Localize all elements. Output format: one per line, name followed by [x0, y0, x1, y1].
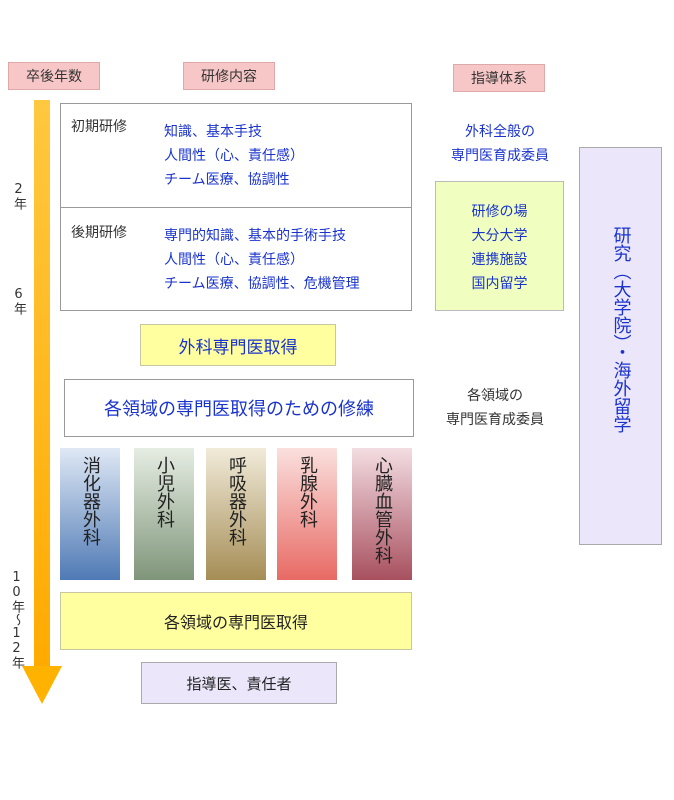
specialty-digestive-label: 消化器外科 — [80, 456, 101, 546]
committee-general-line-1: 外科全般の — [465, 124, 535, 140]
year-2: 2年 — [11, 182, 26, 210]
training-site-affiliated: 連携施設 — [471, 252, 528, 268]
specialty-breast: 乳腺外科 — [277, 448, 337, 580]
early-training-label: 初期研修 — [71, 119, 127, 135]
specialty-cardiovascular: 心臓血管外科 — [352, 448, 412, 580]
year-6: 6年 — [11, 287, 26, 315]
training-site-oita: 大分大学 — [471, 228, 528, 244]
timeline-arrow — [20, 100, 64, 706]
header-content: 研修内容 — [183, 62, 275, 90]
committee-specialty-line-2: 専門医育成委員 — [446, 412, 544, 428]
specialty-training-box: 各領域の専門医取得のための修練 — [64, 379, 414, 437]
specialty-respiratory: 呼吸器外科 — [206, 448, 266, 580]
specialty-cert-text: 各領域の専門医取得 — [163, 613, 308, 632]
surgical-cert-box: 外科専門医取得 — [140, 324, 336, 366]
specialty-cardiovascular-label: 心臓血管外科 — [372, 456, 393, 564]
specialty-training-text: 各領域の専門医取得のための修練 — [104, 399, 374, 420]
specialty-pediatric-label: 小児外科 — [154, 456, 175, 528]
header-years: 卒後年数 — [8, 62, 100, 90]
early-line-2: 人間性（心、責任感） — [164, 148, 304, 164]
late-line-2: 人間性（心、責任感） — [164, 252, 304, 268]
committee-specialty-line-1: 各領域の — [467, 388, 523, 404]
early-line-3: チーム医療、協調性 — [164, 172, 290, 188]
training-sites-box: 研修の場 大分大学 連携施設 国内留学 — [435, 181, 564, 311]
year-10-12: 10年〜12年 — [9, 570, 24, 669]
specialty-pediatric: 小児外科 — [134, 448, 194, 580]
late-line-1: 専門的知識、基本的手術手技 — [164, 228, 346, 244]
committee-general-line-2: 専門医育成委員 — [451, 148, 549, 164]
specialty-breast-label: 乳腺外科 — [297, 456, 318, 528]
training-box: 初期研修 知識、基本手技 人間性（心、責任感） チーム医療、協調性 後期研修 専… — [60, 103, 412, 311]
training-site-domestic: 国内留学 — [471, 276, 528, 292]
late-line-3: チーム医療、協調性、危機管理 — [164, 276, 360, 292]
specialty-digestive: 消化器外科 — [60, 448, 120, 580]
instructor-box: 指導医、責任者 — [141, 662, 337, 704]
research-text: 研究（大学院）・海外留学 — [610, 226, 632, 433]
early-training: 初期研修 知識、基本手技 人間性（心、責任感） チーム医療、協調性 — [61, 104, 411, 208]
late-training-label: 後期研修 — [71, 225, 127, 241]
committee-general: 外科全般の 専門医育成委員 — [430, 120, 570, 168]
early-line-1: 知識、基本手技 — [164, 124, 262, 140]
specialty-cert-box: 各領域の専門医取得 — [60, 592, 412, 650]
late-training: 後期研修 専門的知識、基本的手術手技 人間性（心、責任感） チーム医療、協調性、… — [61, 208, 411, 310]
specialty-respiratory-label: 呼吸器外科 — [226, 456, 247, 546]
research-box: 研究（大学院）・海外留学 — [579, 147, 662, 545]
header-guidance: 指導体系 — [453, 64, 545, 92]
committee-specialty: 各領域の 専門医育成委員 — [425, 384, 565, 432]
instructor-text: 指導医、責任者 — [186, 674, 292, 693]
training-site-title: 研修の場 — [471, 204, 528, 220]
surgical-cert-text: 外科専門医取得 — [178, 337, 298, 358]
